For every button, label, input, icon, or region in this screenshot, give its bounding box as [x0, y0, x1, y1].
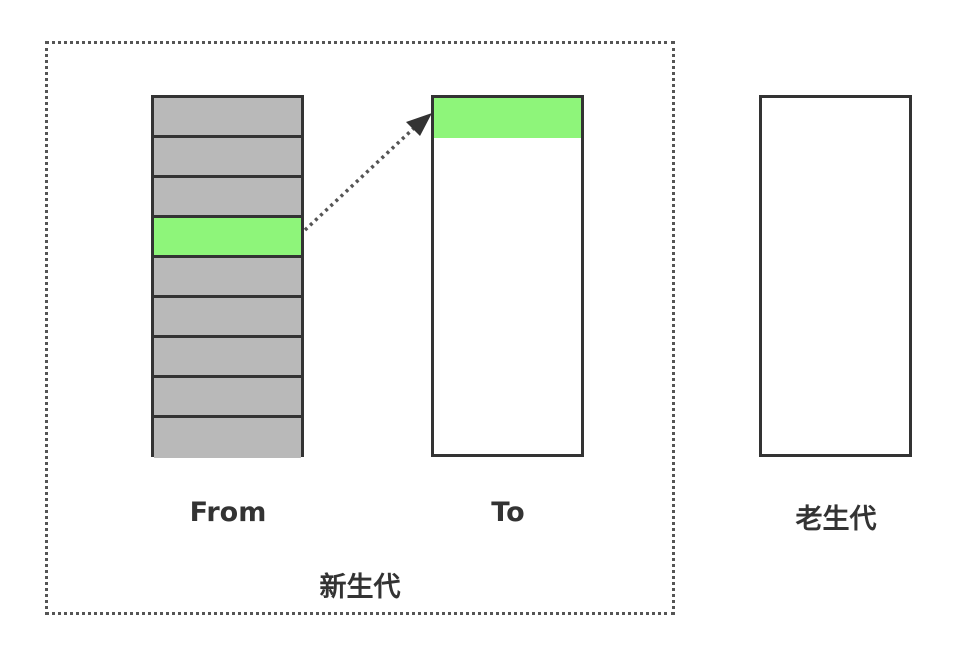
object-cell — [154, 338, 301, 378]
young-gen-label: 新生代 — [319, 572, 401, 603]
object-cell — [154, 298, 301, 338]
object-cell — [154, 178, 301, 218]
object-cell — [154, 378, 301, 418]
object-cell — [154, 418, 301, 458]
object-cell — [154, 258, 301, 298]
arrow-head-icon — [406, 113, 432, 136]
live-object-cell — [154, 218, 301, 258]
old-generation-space — [759, 95, 912, 457]
object-cell — [154, 98, 301, 138]
object-cell — [154, 138, 301, 178]
to-space — [431, 95, 584, 457]
to-label: To — [491, 497, 525, 528]
arrow-line — [303, 126, 416, 232]
young-generation-region — [45, 41, 675, 615]
copied-object-cell — [434, 98, 581, 138]
from-space — [151, 95, 304, 458]
from-label: From — [189, 497, 267, 528]
old-gen-label: 老生代 — [795, 504, 877, 535]
